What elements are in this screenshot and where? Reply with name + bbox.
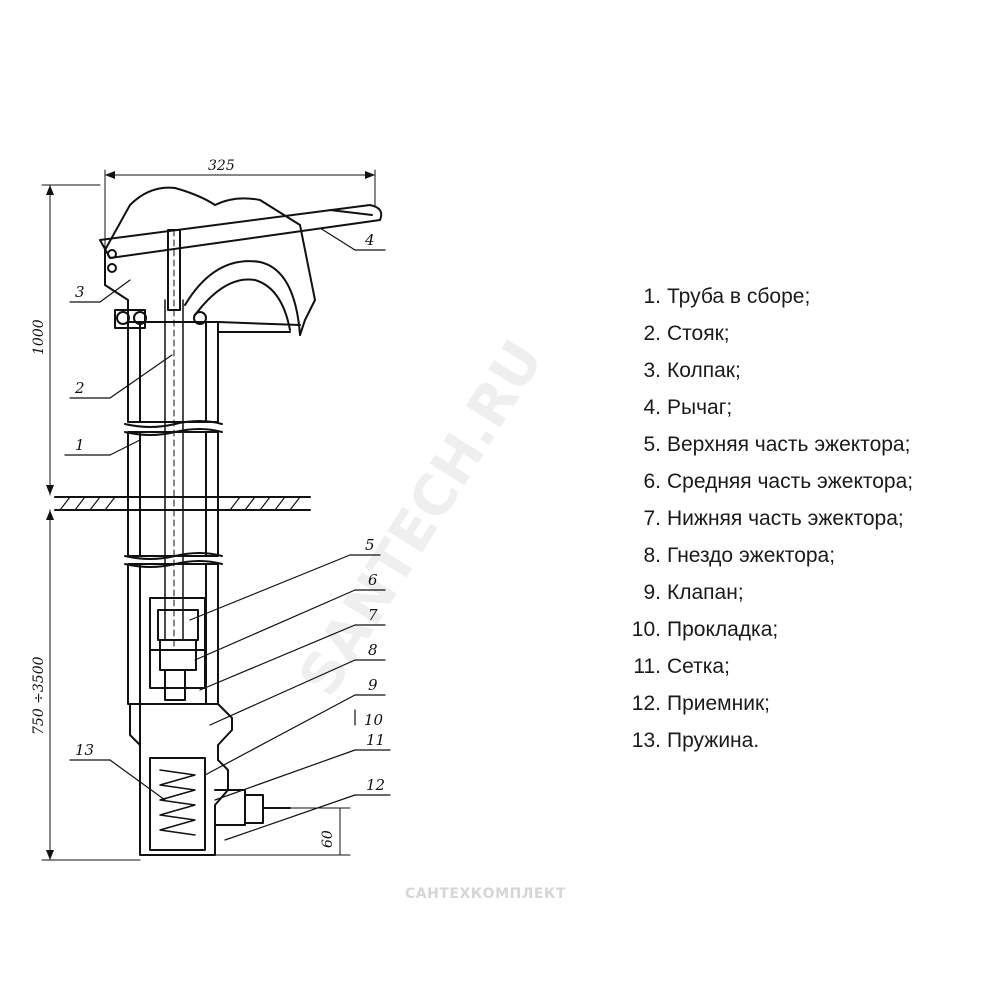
- callout-10: 10: [364, 711, 384, 729]
- legend-item: 2.Стояк;: [643, 322, 730, 345]
- legend-item: 9.Клапан;: [643, 581, 744, 604]
- dimension-depth-range: 750 ÷3500: [31, 656, 47, 735]
- brand-watermark: САНТЕХКОМПЛЕКТ: [405, 886, 566, 902]
- callout-5: 5: [365, 536, 375, 554]
- pipe-middle-outer: [127, 431, 219, 557]
- dimension-bottom-offset: 60: [320, 830, 336, 848]
- drawing-lines: [41, 169, 391, 861]
- legend-item: 4.Рычаг;: [643, 396, 733, 419]
- callout-7: 7: [368, 606, 378, 624]
- callout-1: 1: [75, 436, 85, 454]
- watermark-diagonal: SANTECH.RU: [287, 330, 557, 708]
- callout-6: 6: [368, 571, 378, 589]
- callout-12: 12: [366, 776, 385, 794]
- pipe-upper-outer: [127, 321, 219, 423]
- legend-item: 5.Верхняя часть эжектора;: [643, 433, 911, 456]
- callout-9: 9: [368, 676, 378, 694]
- callout-8: 8: [368, 641, 378, 659]
- ground-hatch: [59, 496, 301, 511]
- legend-item: 11.Сетка;: [633, 655, 730, 678]
- legend-item: 8.Гнездо эжектора;: [643, 544, 836, 567]
- legend-item: 13.Пружина.: [631, 729, 760, 752]
- callout-2: 2: [74, 379, 85, 397]
- callout-4: 4: [364, 231, 375, 249]
- callout-11: 11: [366, 731, 385, 749]
- legend-item: 7.Нижняя часть эжектора;: [643, 507, 904, 530]
- parts-legend: 1.Труба в сборе; 2.Стояк; 3.Колпак; 4.Ры…: [605, 285, 913, 766]
- dimension-width-top: 325: [208, 158, 235, 174]
- dimension-height-upper: 1000: [31, 319, 47, 355]
- legend-item: 1.Труба в сборе;: [643, 285, 811, 308]
- callout-13: 13: [75, 741, 94, 759]
- leader-lines: [64, 227, 391, 841]
- legend-item: 3.Колпак;: [643, 359, 741, 382]
- legend-item: 10.Прокладка;: [631, 618, 779, 641]
- legend-item: 6.Средняя часть эжектора;: [643, 470, 914, 493]
- legend-item: 12.Приемник;: [631, 692, 770, 715]
- callout-3: 3: [75, 283, 85, 301]
